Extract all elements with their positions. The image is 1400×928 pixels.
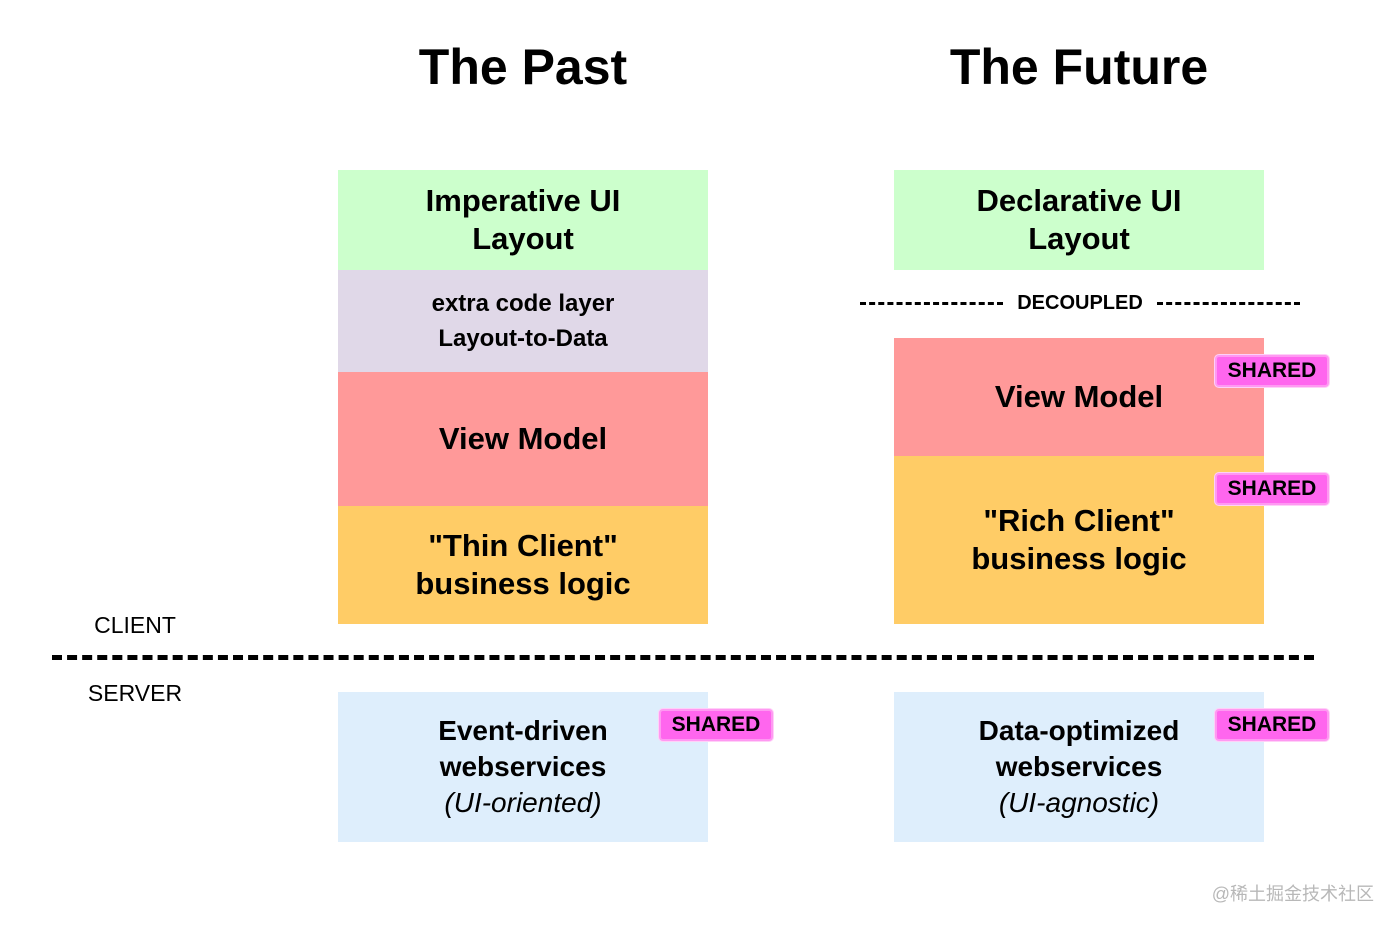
decoupled-label: DECOUPLED — [1017, 292, 1143, 314]
future-business-logic-line2: business logic — [971, 541, 1187, 576]
future-business-logic-block: "Rich Client" business logic — [894, 456, 1264, 624]
future-ui-layout-line1: Declarative UI — [976, 183, 1182, 218]
client-label: CLIENT — [94, 612, 176, 638]
past-webservices-shared-badge: SHARED — [659, 709, 773, 741]
past-ui-layout-line2: Layout — [472, 221, 574, 256]
future-title: The Future — [949, 39, 1209, 95]
client-server-divider — [52, 655, 1314, 660]
past-webservices-line2: webservices — [439, 751, 607, 782]
past-view-model-block: View Model — [338, 372, 708, 506]
future-business-logic-shared-badge: SHARED — [1215, 473, 1329, 505]
past-ui-layout-line1: Imperative UI — [425, 183, 621, 218]
future-view-model-shared-badge: SHARED — [1215, 355, 1329, 387]
past-webservices-line1: Event-driven — [438, 715, 608, 746]
future-webservices-shared-badge: SHARED — [1215, 709, 1329, 741]
decoupled-dash-left — [860, 302, 1004, 305]
future-webservices-line2: webservices — [995, 751, 1163, 782]
past-webservices-block: Event-driven webservices (UI-oriented) — [338, 692, 708, 842]
past-business-logic-line2: business logic — [415, 566, 631, 601]
past-webservices-line3: (UI-oriented) — [444, 787, 602, 818]
decoupled-dash-right — [1156, 302, 1301, 305]
past-extra-layer-block: extra code layer Layout-to-Data — [338, 270, 708, 372]
server-label: SERVER — [87, 680, 183, 706]
past-extra-layer-line1: extra code layer — [431, 290, 615, 317]
past-ui-layout-block: Imperative UI Layout — [338, 170, 708, 270]
future-view-model-label: View Model — [994, 379, 1164, 414]
past-business-logic-line1: "Thin Client" — [428, 528, 618, 563]
past-title: The Past — [418, 39, 628, 95]
future-view-model-block: View Model — [894, 338, 1264, 456]
future-webservices-line1: Data-optimized — [978, 715, 1180, 746]
future-webservices-block: Data-optimized webservices (UI-agnostic) — [894, 692, 1264, 842]
future-ui-layout-block: Declarative UI Layout — [894, 170, 1264, 270]
future-ui-layout-line2: Layout — [1028, 221, 1130, 256]
decoupled-separator: DECOUPLED — [860, 292, 1301, 315]
past-view-model-label: View Model — [438, 421, 608, 456]
past-business-logic-block: "Thin Client" business logic — [338, 506, 708, 624]
future-business-logic-line1: "Rich Client" — [983, 503, 1175, 538]
future-webservices-line3: (UI-agnostic) — [998, 787, 1160, 818]
watermark-text: @稀土掘金技术社区 — [1211, 884, 1374, 904]
past-extra-layer-line2: Layout-to-Data — [438, 325, 608, 352]
